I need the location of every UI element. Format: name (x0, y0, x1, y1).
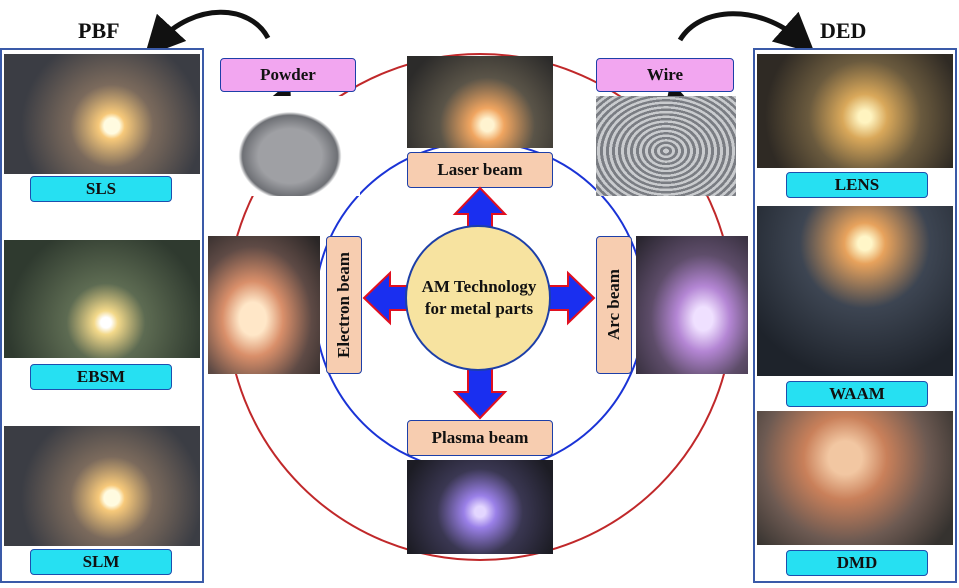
plasma-beam-label: Plasma beam (407, 420, 553, 456)
arrow-down-icon (452, 365, 508, 420)
slm-photo (4, 426, 200, 546)
centre-circle (405, 225, 551, 371)
centre-label-line-2: for metal parts (424, 299, 534, 318)
electron-beam-photo (208, 236, 320, 374)
lens-photo (757, 54, 953, 168)
slm-label: SLM (30, 549, 172, 575)
curved-arrow-ded-icon (677, 11, 815, 54)
plasma-beam-photo (407, 460, 553, 554)
wire-photo (596, 96, 736, 196)
sls-label: SLS (30, 176, 172, 202)
sls-photo (4, 54, 200, 174)
powder-label: Powder (220, 58, 356, 92)
ebsm-label: EBSM (30, 364, 172, 390)
centre-label: AM Technology for metal parts (406, 276, 552, 320)
dmd-label: DMD (786, 550, 928, 576)
waam-photo (757, 206, 953, 376)
waam-label: WAAM (786, 381, 928, 407)
ded-heading: DED (820, 18, 867, 43)
wire-label: Wire (596, 58, 734, 92)
lens-label: LENS (786, 172, 928, 198)
powder-photo (220, 96, 360, 196)
centre-label-line-1: AM Technology (421, 277, 537, 296)
arc-beam-photo (636, 236, 748, 374)
laser-beam-label: Laser beam (407, 152, 553, 188)
laser-beam-photo (407, 56, 553, 148)
dmd-photo (757, 411, 953, 545)
curved-arrow-pbf-icon (144, 9, 271, 57)
ebsm-photo (4, 240, 200, 358)
pbf-heading: PBF (78, 18, 120, 43)
